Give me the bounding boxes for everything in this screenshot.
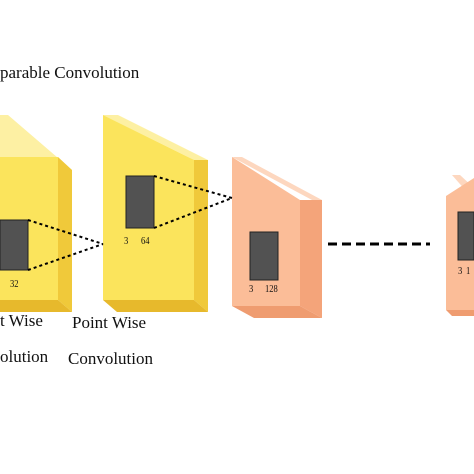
conv-block-last xyxy=(446,175,474,316)
connector-1-2 xyxy=(27,219,104,271)
depthwise-conv-block xyxy=(0,115,72,312)
connector-2-3 xyxy=(153,175,233,229)
depthwise-caption-line1: t Wise xyxy=(0,311,43,330)
block-top-face xyxy=(0,115,72,170)
conv-block-3 xyxy=(232,157,322,318)
pointwise-caption-line1: Point Wise xyxy=(72,313,147,332)
block-top-face xyxy=(232,157,322,200)
block-bottom-edge xyxy=(232,306,322,318)
kernel-channel-label: 32 xyxy=(10,279,19,290)
kernel-square xyxy=(457,211,474,261)
kernel-square xyxy=(249,231,279,281)
kernel-channel-label: 128 xyxy=(265,284,278,295)
diagram-title: parable Convolution xyxy=(0,63,140,82)
block-side-face xyxy=(58,157,72,312)
block-bottom-edge xyxy=(103,300,208,312)
block-bottom-edge xyxy=(0,300,72,312)
kernel-channel-label: 64 xyxy=(141,236,150,247)
kernel-channel-label: 1 xyxy=(466,266,471,277)
block-top-face xyxy=(103,115,208,160)
pointwise-caption-line2: Convolution xyxy=(68,349,154,368)
kernel-height-label: 3 xyxy=(249,284,254,295)
depthwise-caption-line2: olution xyxy=(0,347,49,366)
block-side-face xyxy=(194,160,208,312)
kernel-height-label: 3 xyxy=(458,266,463,277)
kernel-height-label: 3 xyxy=(124,236,129,247)
block-bottom-edge xyxy=(446,310,474,316)
kernel-square xyxy=(0,219,29,271)
block-side-face xyxy=(300,200,322,318)
kernel-square xyxy=(125,175,155,229)
pointwise-conv-block xyxy=(103,115,208,312)
